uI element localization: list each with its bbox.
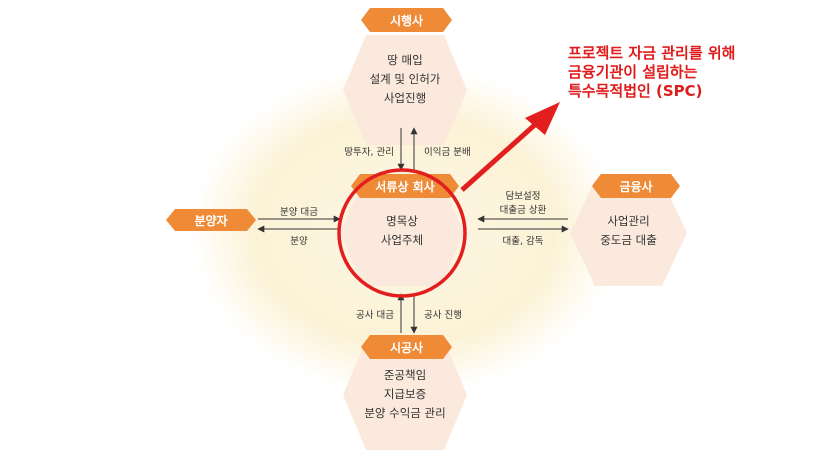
node-top-line-2: 설계 및 인허가 [369,72,441,86]
node-center-body: 명목상 사업주체 [340,212,464,250]
flow-label-bottom-down: 공사 진행 [424,310,462,321]
flow-label-top-up: 이익금 분배 [424,147,471,158]
flow-label-top-down: 땅투자, 관리 [344,147,394,158]
node-bottom-line-3: 분양 수익금 관리 [364,406,446,420]
highlight-pointer-line [460,120,540,192]
node-left-title: 분양자 [194,214,228,228]
hexagon-bottom [343,340,467,450]
hexagon-center [340,180,464,286]
tab-center [351,174,459,198]
tab-top [361,8,452,32]
spc-annotation-line-2: 금융기관이 설립하는 [568,63,698,81]
highlight-pointer-head [525,102,560,135]
node-center-line-2: 사업주체 [380,233,424,247]
node-top-body: 땅 매입 설계 및 인허가 사업진행 [343,51,467,108]
node-bottom-line-1: 준공책임 [383,368,427,382]
node-top-line-1: 땅 매입 [387,53,423,67]
hexagon-right [570,180,687,286]
spc-annotation-line-1: 프로젝트 자금 관리를 위해 [568,44,736,62]
flow-label-right-2: 대출금 상환 [499,205,547,216]
tab-right [592,174,680,198]
node-center-line-1: 명목상 [386,214,418,228]
highlight-circle [337,168,467,298]
node-right-body: 사업관리 중도금 대출 [570,212,687,250]
flow-label-left-right: 분양 대금 [280,207,318,218]
node-right-line-2: 중도금 대출 [600,233,657,247]
node-top-title: 시행사 [389,14,424,28]
node-bottom-title: 시공사 [389,341,424,355]
node-right-title: 금융사 [619,180,653,194]
flow-label-bottom-up: 공사 대금 [356,310,394,321]
flow-label-right-1: 담보설정 [505,191,541,202]
flow-label-right-right: 대출, 감독 [502,236,544,247]
node-right-line-1: 사업관리 [607,214,650,228]
tab-bottom [361,335,452,359]
spc-annotation-line-3: 특수목적법인 (SPC) [568,82,703,100]
node-bottom-body: 준공책임 지급보증 분양 수익금 관리 [343,366,467,423]
node-top-line-3: 사업진행 [383,91,427,105]
node-bottom-line-2: 지급보증 [383,387,427,401]
hexagon-top [343,35,467,145]
flow-label-left-left: 분양 [290,236,308,247]
node-center-title: 서류상 회사 [375,180,435,194]
tab-left [166,209,256,231]
spc-annotation: 프로젝트 자금 관리를 위해 금융기관이 설립하는 특수목적법인 (SPC) [568,44,735,101]
